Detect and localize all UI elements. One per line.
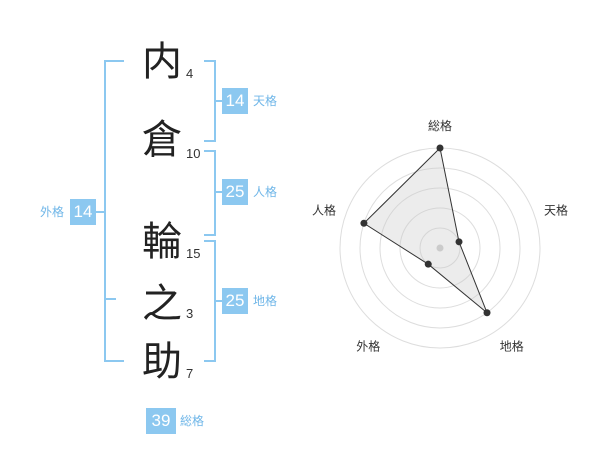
radar-grid-ring-3: [379, 187, 501, 309]
jinkaku-connector: [216, 191, 222, 193]
name-char-1: 内: [142, 39, 182, 85]
tenkaku-label: 天格: [253, 94, 278, 108]
stroke-count-3: 15: [186, 246, 201, 261]
jinkaku-label: 人格: [253, 185, 278, 199]
chikaku-value-badge: 25: [222, 288, 248, 314]
radar-point-5: [360, 219, 368, 227]
stroke-count-1: 4: [186, 66, 194, 81]
surname-divider-tick: [106, 298, 116, 300]
tenkaku-value-badge: 14: [222, 88, 248, 114]
radar-value-polygon: [363, 146, 488, 314]
soukaku-value-badge: 39: [146, 408, 176, 434]
radar-grid-ring-1: [419, 227, 461, 269]
stroke-count-4: 3: [186, 306, 194, 321]
radar-grid-ring-2: [399, 207, 481, 289]
radar-point-2: [455, 238, 463, 246]
radar-axis-label-3: 地格: [500, 339, 524, 354]
radar-center-dot: [436, 244, 444, 252]
tenkaku-bracket: [204, 60, 216, 142]
chikaku-connector: [216, 300, 222, 302]
soukaku-label: 総格: [180, 414, 205, 428]
gaikaku-value-badge: 14: [70, 199, 96, 225]
radar-point-4: [424, 260, 432, 268]
jinkaku-value-badge: 25: [222, 179, 248, 205]
name-char-5: 助: [142, 339, 182, 385]
gaikaku-label: 外格: [40, 205, 65, 219]
tenkaku-connector: [216, 100, 222, 102]
radar-point-3: [483, 309, 491, 317]
jinkaku-bracket: [204, 150, 216, 236]
gaikaku-connector: [96, 211, 104, 213]
gaikaku-bracket: [104, 60, 124, 362]
name-char-2: 倉: [142, 117, 182, 163]
radar-axis-label-5: 人格: [312, 202, 336, 217]
name-char-3: 輪: [142, 219, 182, 265]
name-char-4: 之: [142, 281, 182, 327]
stroke-count-2: 10: [186, 146, 201, 161]
radar-axis-label-1: 総格: [428, 118, 452, 133]
radar-grid-ring-4: [359, 167, 521, 329]
radar-point-1: [436, 144, 444, 152]
chikaku-label: 地格: [253, 294, 278, 308]
radar-axis-label-2: 天格: [544, 202, 568, 217]
radar-axis-label-4: 外格: [356, 339, 380, 354]
stroke-count-5: 7: [186, 366, 194, 381]
chikaku-bracket: [204, 240, 216, 362]
